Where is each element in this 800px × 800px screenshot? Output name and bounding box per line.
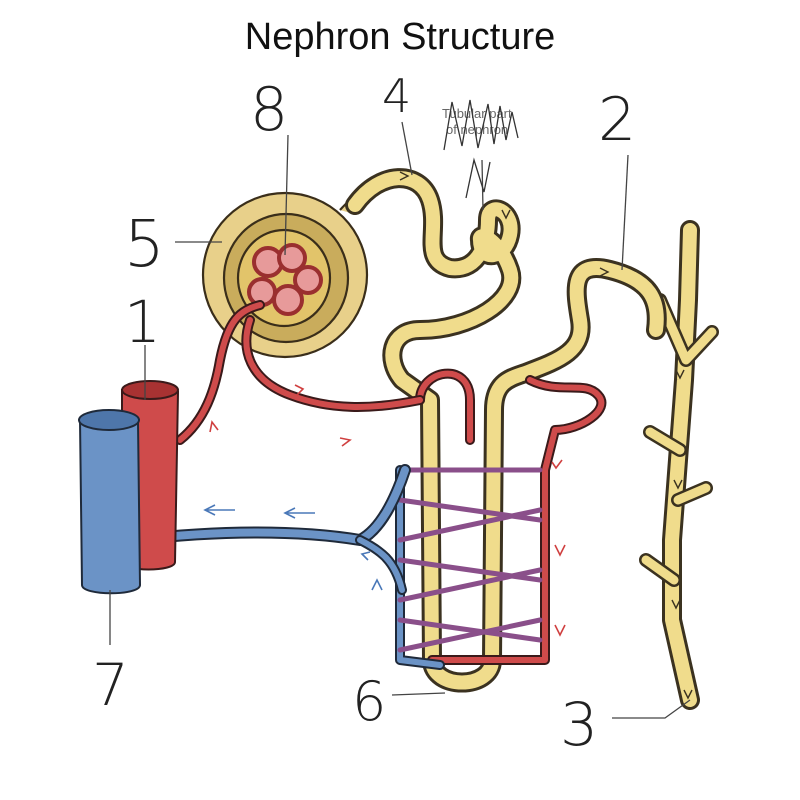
label-4: 4 [382, 69, 411, 123]
label-7: 7 [92, 651, 129, 719]
glomerulus [247, 243, 323, 316]
renal-vein [78, 409, 142, 595]
label-2: 2 [598, 85, 636, 155]
leader-lines [109, 121, 691, 719]
label-8: 8 [250, 75, 288, 145]
label-6: 6 [352, 670, 386, 733]
diagram-title: Nephron Structure [244, 16, 556, 58]
scribble-mark [443, 99, 519, 199]
tubular-part-annotation: Tubular part of nephron [442, 99, 519, 199]
label-3: 3 [560, 690, 598, 760]
annotation-line-1: Tubular part [442, 106, 512, 121]
annotation-line-2: of nephron [446, 122, 508, 137]
number-labels: 5 8 1 7 6 3 2 4 [92, 69, 636, 760]
collecting-duct [639, 220, 719, 710]
renal-tubule [345, 168, 667, 693]
renal-vein-branch [129, 464, 411, 595]
label-5: 5 [124, 208, 165, 282]
arterioles [175, 300, 425, 447]
vasa-recta [360, 368, 607, 670]
label-1: 1 [124, 288, 161, 356]
